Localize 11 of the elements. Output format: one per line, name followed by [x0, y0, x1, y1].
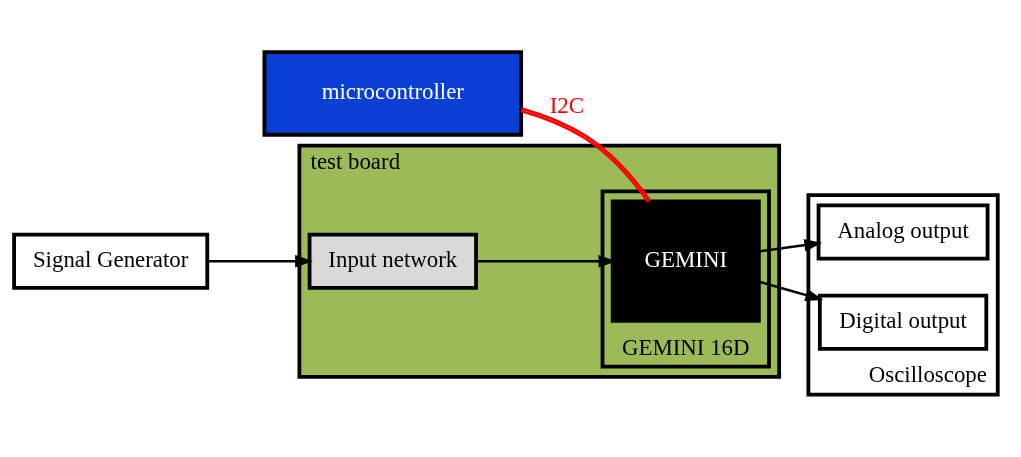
connector	[520, 107, 651, 203]
arrow	[206, 255, 313, 268]
node-box: Input network	[307, 232, 478, 290]
arrow	[758, 280, 823, 302]
node-box: microcontroller	[262, 50, 523, 137]
node-box: Digital output	[817, 293, 988, 351]
arrow	[758, 239, 822, 253]
node-box: GEMINI	[610, 199, 761, 323]
node-box: Signal Generator	[11, 232, 209, 290]
node-box: Analog output	[816, 203, 989, 261]
edge-label: I2C	[549, 93, 584, 119]
